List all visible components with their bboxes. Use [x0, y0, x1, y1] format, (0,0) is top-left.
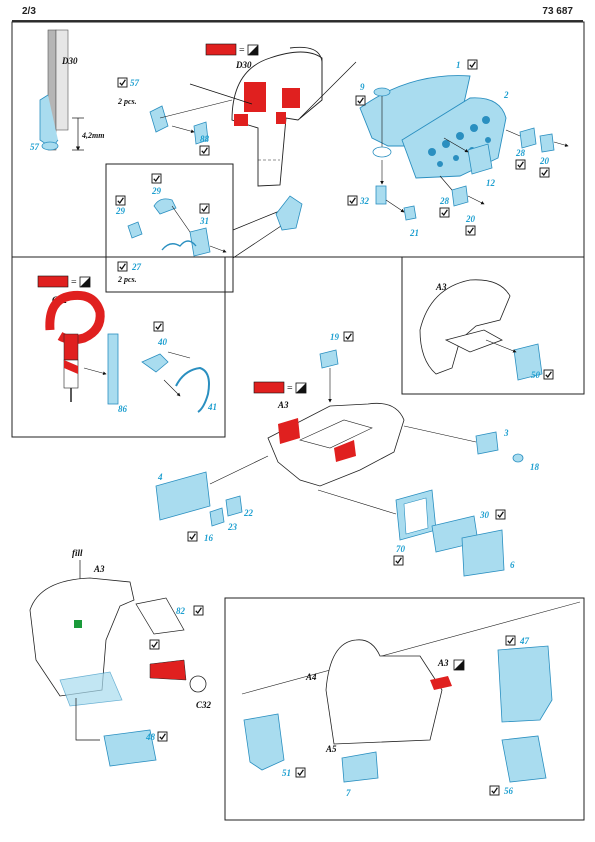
qty-57: 2 pcs.: [117, 97, 137, 106]
panel-frames: [11, 21, 585, 821]
part-57: 57: [130, 78, 140, 88]
part-47: 47: [519, 636, 530, 646]
label-d30-center: D30: [235, 60, 252, 70]
part-57-left: 57: [30, 142, 40, 152]
panel-top-center: D30 57 2 pcs. 88 1 2: [117, 43, 569, 238]
part-2: 2: [503, 90, 509, 100]
label-a3-lower-right: A3: [437, 658, 449, 668]
label-a3-lower: A3: [93, 564, 105, 574]
paint-key-red-center: [253, 381, 307, 395]
panel-top-left: D30 4,2mm 57: [30, 29, 104, 152]
part-31: 31: [199, 216, 209, 226]
part-18: 18: [530, 462, 540, 472]
panel-inset-box: 29 29 31 27 2 pcs.: [115, 173, 303, 284]
part-82: 82: [176, 606, 186, 616]
part-7: 7: [346, 788, 351, 798]
part-20-upper: 20: [539, 156, 550, 166]
panel-left-middle: C22 86 40 41: [37, 275, 217, 414]
dimension-label: 4,2mm: [81, 131, 104, 140]
label-a4: A4: [305, 672, 317, 682]
part-56: 56: [504, 786, 514, 796]
part-23: 23: [227, 522, 238, 532]
part-70: 70: [396, 544, 406, 554]
part-4: 4: [157, 472, 163, 482]
part-41: 41: [207, 402, 217, 412]
paint-key-red-top: [205, 43, 259, 57]
label-a3-center: A3: [277, 400, 289, 410]
part-40: 40: [157, 337, 168, 347]
part-86: 86: [118, 404, 128, 414]
part-19: 19: [330, 332, 340, 342]
part-28-upper: 28: [515, 148, 526, 158]
part-6: 6: [510, 560, 515, 570]
panel-lower-left: fill A3 82 C32 48: [29, 548, 212, 767]
sheet-code: 73 687: [542, 6, 573, 17]
part-21: 21: [409, 228, 419, 238]
part-32: 32: [359, 196, 370, 206]
part-3: 3: [503, 428, 509, 438]
part-28-lower: 28: [439, 196, 450, 206]
paint-key-red-left: [37, 275, 91, 289]
part-51: 51: [282, 768, 291, 778]
part-30: 30: [479, 510, 490, 520]
part-1: 1: [456, 60, 461, 70]
qty-27: 2 pcs.: [117, 275, 137, 284]
part-20-lower: 20: [465, 214, 476, 224]
part-27: 27: [131, 262, 142, 272]
label-a5: A5: [325, 744, 337, 754]
note-fill: fill: [72, 548, 83, 558]
header-rule: [12, 20, 583, 22]
label-c32: C32: [196, 700, 212, 710]
part-29-b: 29: [115, 206, 126, 216]
panel-center: A3 19 3 18 4 22 23 16 70 30 6: [155, 331, 540, 577]
panel-right-middle: A3 50: [419, 279, 554, 381]
label-a3-right: A3: [435, 282, 447, 292]
part-22: 22: [243, 508, 254, 518]
part-12: 12: [486, 178, 496, 188]
page-number: 2/3: [22, 6, 36, 17]
part-50: 50: [531, 370, 541, 380]
part-9: 9: [360, 82, 365, 92]
part-16: 16: [204, 533, 214, 543]
part-88: 88: [200, 134, 210, 144]
part-48: 48: [145, 732, 156, 742]
panel-lower-right: A4 A5 A3 47 51 7 56: [241, 601, 581, 798]
label-d30-left: D30: [61, 56, 78, 66]
part-29-a: 29: [151, 186, 162, 196]
